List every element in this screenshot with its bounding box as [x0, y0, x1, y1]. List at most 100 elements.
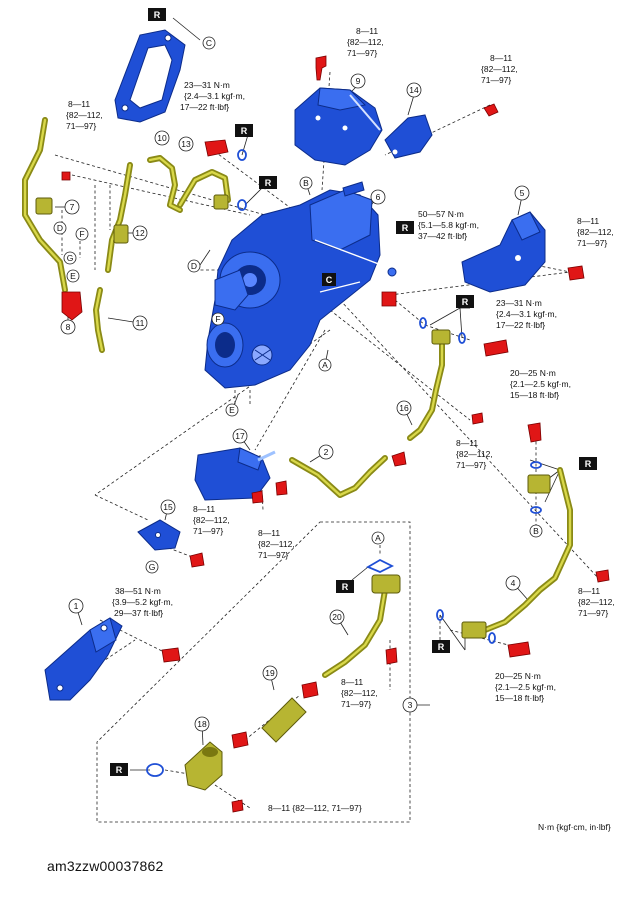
pipe-part-4 [461, 467, 573, 639]
seal-rings [146, 149, 542, 777]
callout-6: 6 [370, 189, 386, 205]
svg-text:71—97}: 71—97} [456, 460, 486, 470]
bolt-icon [471, 412, 484, 425]
svg-text:8—11: 8—11 [68, 99, 90, 109]
callout-18: 18 [194, 716, 210, 732]
torque-label: 20—25 N·m {2.1—2.5 kgf·m, 15—18 ft·lbf} [495, 671, 556, 703]
ref-marker-c-box: C [322, 273, 336, 286]
bolt-icon [527, 422, 542, 443]
document-code: am3zzw00037862 [47, 858, 164, 874]
gasket-top [114, 29, 186, 123]
svg-text:{82—112,: {82—112, [258, 539, 295, 549]
svg-text:71—97}: 71—97} [193, 526, 223, 536]
callout-2: 2 [318, 444, 334, 460]
torque-label: 38—51 N·m {3.9—5.2 kgf·m, 29—37 ft·lbf} [112, 586, 173, 618]
svg-text:1: 1 [74, 601, 79, 611]
callout-1: 1 [68, 598, 84, 614]
ref-letter-e: E [225, 403, 239, 417]
turbocharger-body [204, 181, 401, 389]
svg-text:16: 16 [399, 403, 409, 413]
callout-20: 20 [329, 609, 345, 625]
torque-labels: 8—11 {82—112, 71—97} 8—11 {82—112, 71—97… [66, 26, 615, 813]
replace-mark: R [336, 580, 354, 593]
torque-label: 8—11 {82—112, 71—97} [258, 528, 295, 560]
svg-text:5: 5 [520, 188, 525, 198]
bolt-icon [189, 552, 205, 568]
replace-mark: R [110, 763, 128, 776]
svg-text:{2.4—3.1 kgf·m,: {2.4—3.1 kgf·m, [496, 309, 557, 319]
callout-4: 4 [505, 575, 521, 591]
svg-text:A: A [375, 533, 381, 543]
svg-text:D: D [57, 223, 63, 233]
bolt-icon [507, 641, 531, 658]
callout-16: 16 [396, 400, 412, 416]
callout-19: 19 [262, 665, 278, 681]
svg-text:4: 4 [511, 578, 516, 588]
svg-text:B: B [533, 526, 539, 536]
svg-text:20: 20 [332, 612, 342, 622]
ref-letter-f: F [211, 312, 225, 326]
svg-text:38—51 N·m: 38—51 N·m [115, 586, 161, 596]
torque-label: 8—11 {82—112, 71—97} [66, 99, 103, 131]
hose-part-19 [261, 697, 307, 743]
ref-letter-e: E [66, 269, 80, 283]
ref-letter-b: B [299, 176, 313, 190]
torque-label: 50—57 N·m {5.1—5.8 kgf·m, 37—42 ft·lbf} [418, 209, 479, 241]
svg-text:F: F [215, 314, 220, 324]
svg-text:8—11: 8—11 [578, 586, 600, 596]
ref-letter-g: G [145, 560, 159, 574]
svg-text:23—31 N·m: 23—31 N·m [184, 80, 230, 90]
svg-text:{2.1—2.5 kgf·m,: {2.1—2.5 kgf·m, [495, 682, 556, 692]
callout-17: 17 [232, 428, 248, 444]
callout-14: 14 [406, 82, 422, 98]
svg-text:20—25 N·m: 20—25 N·m [495, 671, 541, 681]
callout-8: 8 [60, 319, 76, 335]
replace-mark: R [579, 457, 597, 470]
svg-text:{82—112,: {82—112, [456, 449, 493, 459]
bolt-icon [385, 647, 398, 665]
pipe-part-11 [93, 287, 105, 353]
svg-text:7: 7 [70, 202, 75, 212]
ref-letter-d: D [53, 221, 67, 235]
subassembly-3-box [96, 521, 411, 823]
svg-text:13: 13 [181, 139, 191, 149]
pipe-part-10 [147, 155, 183, 213]
svg-text:{2.4—3.1 kgf·m,: {2.4—3.1 kgf·m, [184, 91, 245, 101]
bolt-icon [231, 731, 249, 749]
svg-text:8—11 {82—112, 71—97}: 8—11 {82—112, 71—97} [268, 803, 362, 813]
svg-text:71—97}: 71—97} [577, 238, 607, 248]
torque-label: 8—11 {82—112, 71—97} [578, 586, 615, 618]
svg-text:15—18 ft·lbf}: 15—18 ft·lbf} [495, 693, 544, 703]
bolt-icon [483, 339, 509, 357]
svg-text:R: R [585, 459, 592, 469]
callout-7: 7 [64, 199, 80, 215]
svg-text:8—11: 8—11 [490, 53, 512, 63]
callout-10: 10 [154, 130, 170, 146]
svg-text:{82—112,: {82—112, [347, 37, 384, 47]
callout-5: 5 [514, 185, 530, 201]
svg-text:{5.1—5.8 kgf·m,: {5.1—5.8 kgf·m, [418, 220, 479, 230]
callout-9: 9 [350, 73, 366, 89]
svg-text:71—97}: 71—97} [66, 121, 96, 131]
svg-text:R: R [342, 582, 349, 592]
svg-text:18: 18 [197, 719, 207, 729]
svg-text:R: R [116, 765, 123, 775]
svg-text:F: F [79, 229, 84, 239]
bracket-part-5 [461, 211, 546, 293]
svg-text:{82—112,: {82—112, [193, 515, 230, 525]
svg-text:71—97}: 71—97} [578, 608, 608, 618]
pipe-part-18 [184, 741, 223, 791]
svg-text:E: E [70, 271, 76, 281]
bolt-icon [161, 647, 181, 663]
svg-text:C: C [206, 38, 212, 48]
svg-text:G: G [67, 253, 74, 263]
callout-3: 3 [402, 697, 418, 713]
callout-12: 12 [132, 225, 148, 241]
insulator-part-14 [384, 114, 433, 159]
svg-text:71—97}: 71—97} [481, 75, 511, 85]
ref-letter-c: C [202, 36, 216, 50]
ref-letter-b: B [529, 524, 543, 538]
torque-label: 8—11 {82—112, 71—97} [193, 504, 230, 536]
svg-text:{82—112,: {82—112, [66, 110, 103, 120]
